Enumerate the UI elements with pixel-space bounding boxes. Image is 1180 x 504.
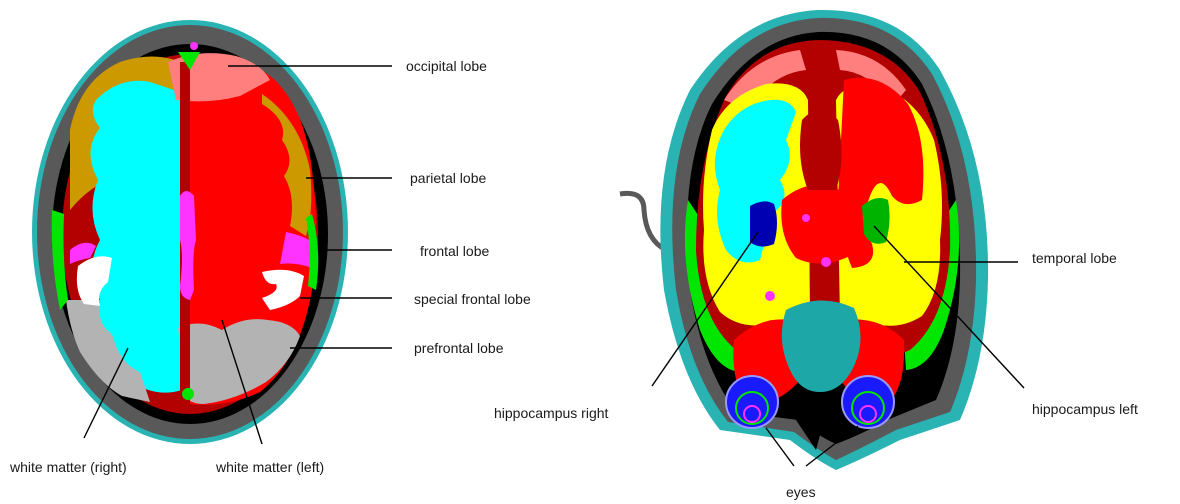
ear-tube — [620, 193, 666, 250]
label-white-matter-left: white matter (left) — [215, 459, 324, 475]
eye-right — [726, 376, 778, 428]
hippocampus-right-shape — [750, 201, 777, 246]
label-hippocampus-left: hippocampus left — [1032, 401, 1138, 417]
center-magenta-dot-3 — [765, 291, 775, 301]
coronal-slice — [620, 10, 988, 470]
axial-slice — [32, 20, 348, 444]
label-eyes: eyes — [786, 484, 816, 500]
eye-left-outer — [842, 376, 894, 428]
label-hippocampus-right: hippocampus right — [494, 405, 609, 421]
label-white-matter-right: white matter (right) — [9, 459, 127, 475]
center-magenta-dot-2 — [821, 257, 831, 267]
eye-left — [842, 376, 894, 428]
label-frontal-lobe: frontal lobe — [420, 243, 489, 259]
eye-right-outer — [726, 376, 778, 428]
center-magenta-dot-1 — [802, 214, 810, 222]
bottom-green-dot — [182, 388, 194, 400]
hippocampus-left-shape — [862, 198, 890, 244]
label-special-frontal-lobe: special frontal lobe — [414, 291, 531, 307]
label-occipital-lobe: occipital lobe — [406, 58, 487, 74]
label-prefrontal-lobe: prefrontal lobe — [414, 340, 504, 356]
midline-ventricle — [180, 191, 196, 300]
top-magenta-dot — [190, 42, 198, 50]
center-dark — [800, 110, 842, 190]
label-temporal-lobe: temporal lobe — [1032, 250, 1117, 266]
label-parietal-lobe: parietal lobe — [410, 170, 486, 186]
